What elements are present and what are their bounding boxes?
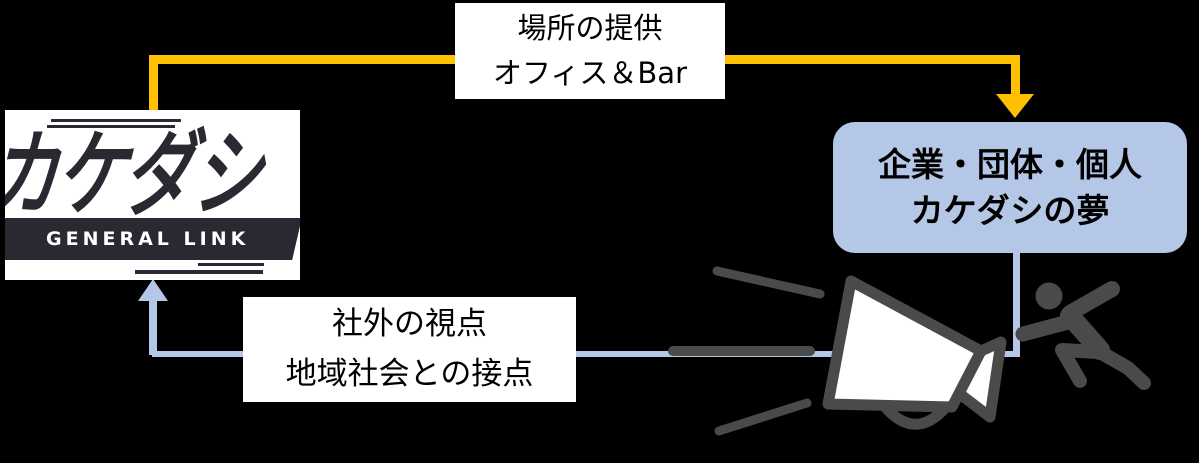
- logo-brand-text: カケダシ: [5, 121, 280, 230]
- blue-connector-right-vertical: [1013, 253, 1020, 355]
- blue-arrowhead-up-icon: [138, 279, 168, 301]
- logo-top-line-1: [51, 119, 181, 122]
- blue-connector-left-vertical: [149, 298, 157, 355]
- kakedashi-logo: カケダシ GENERAL LINK: [5, 110, 300, 280]
- target-line1: 企業・団体・個人: [878, 144, 1142, 184]
- orange-arrowhead-down-icon: [996, 94, 1034, 118]
- logo-banner: GENERAL LINK: [5, 218, 300, 260]
- blue-connector-horizontal: [152, 351, 1020, 357]
- place-provision-label: 場所の提供 オフィス＆Bar: [455, 3, 725, 99]
- target-audience-box: 企業・団体・個人 カケダシの夢: [833, 122, 1187, 253]
- orange-connector-left-vertical: [149, 57, 158, 113]
- running-person-icon: [1015, 281, 1151, 390]
- target-line2: カケダシの夢: [910, 190, 1110, 230]
- logo-bottom-line-1: [198, 263, 264, 266]
- logo-bottom-line-2: [135, 270, 263, 274]
- orange-connector-right-vertical: [1011, 57, 1020, 97]
- place-provision-line2: オフィス＆Bar: [492, 56, 687, 90]
- external-perspective-line1: 社外の視点: [332, 306, 487, 342]
- logo-top-line-2: [47, 125, 175, 128]
- logo-subtitle-text: GENERAL LINK: [46, 228, 250, 250]
- external-perspective-label: 社外の視点 地域社会との接点: [243, 297, 576, 402]
- external-perspective-line2: 地域社会との接点: [285, 356, 534, 392]
- place-provision-line1: 場所の提供: [517, 11, 663, 45]
